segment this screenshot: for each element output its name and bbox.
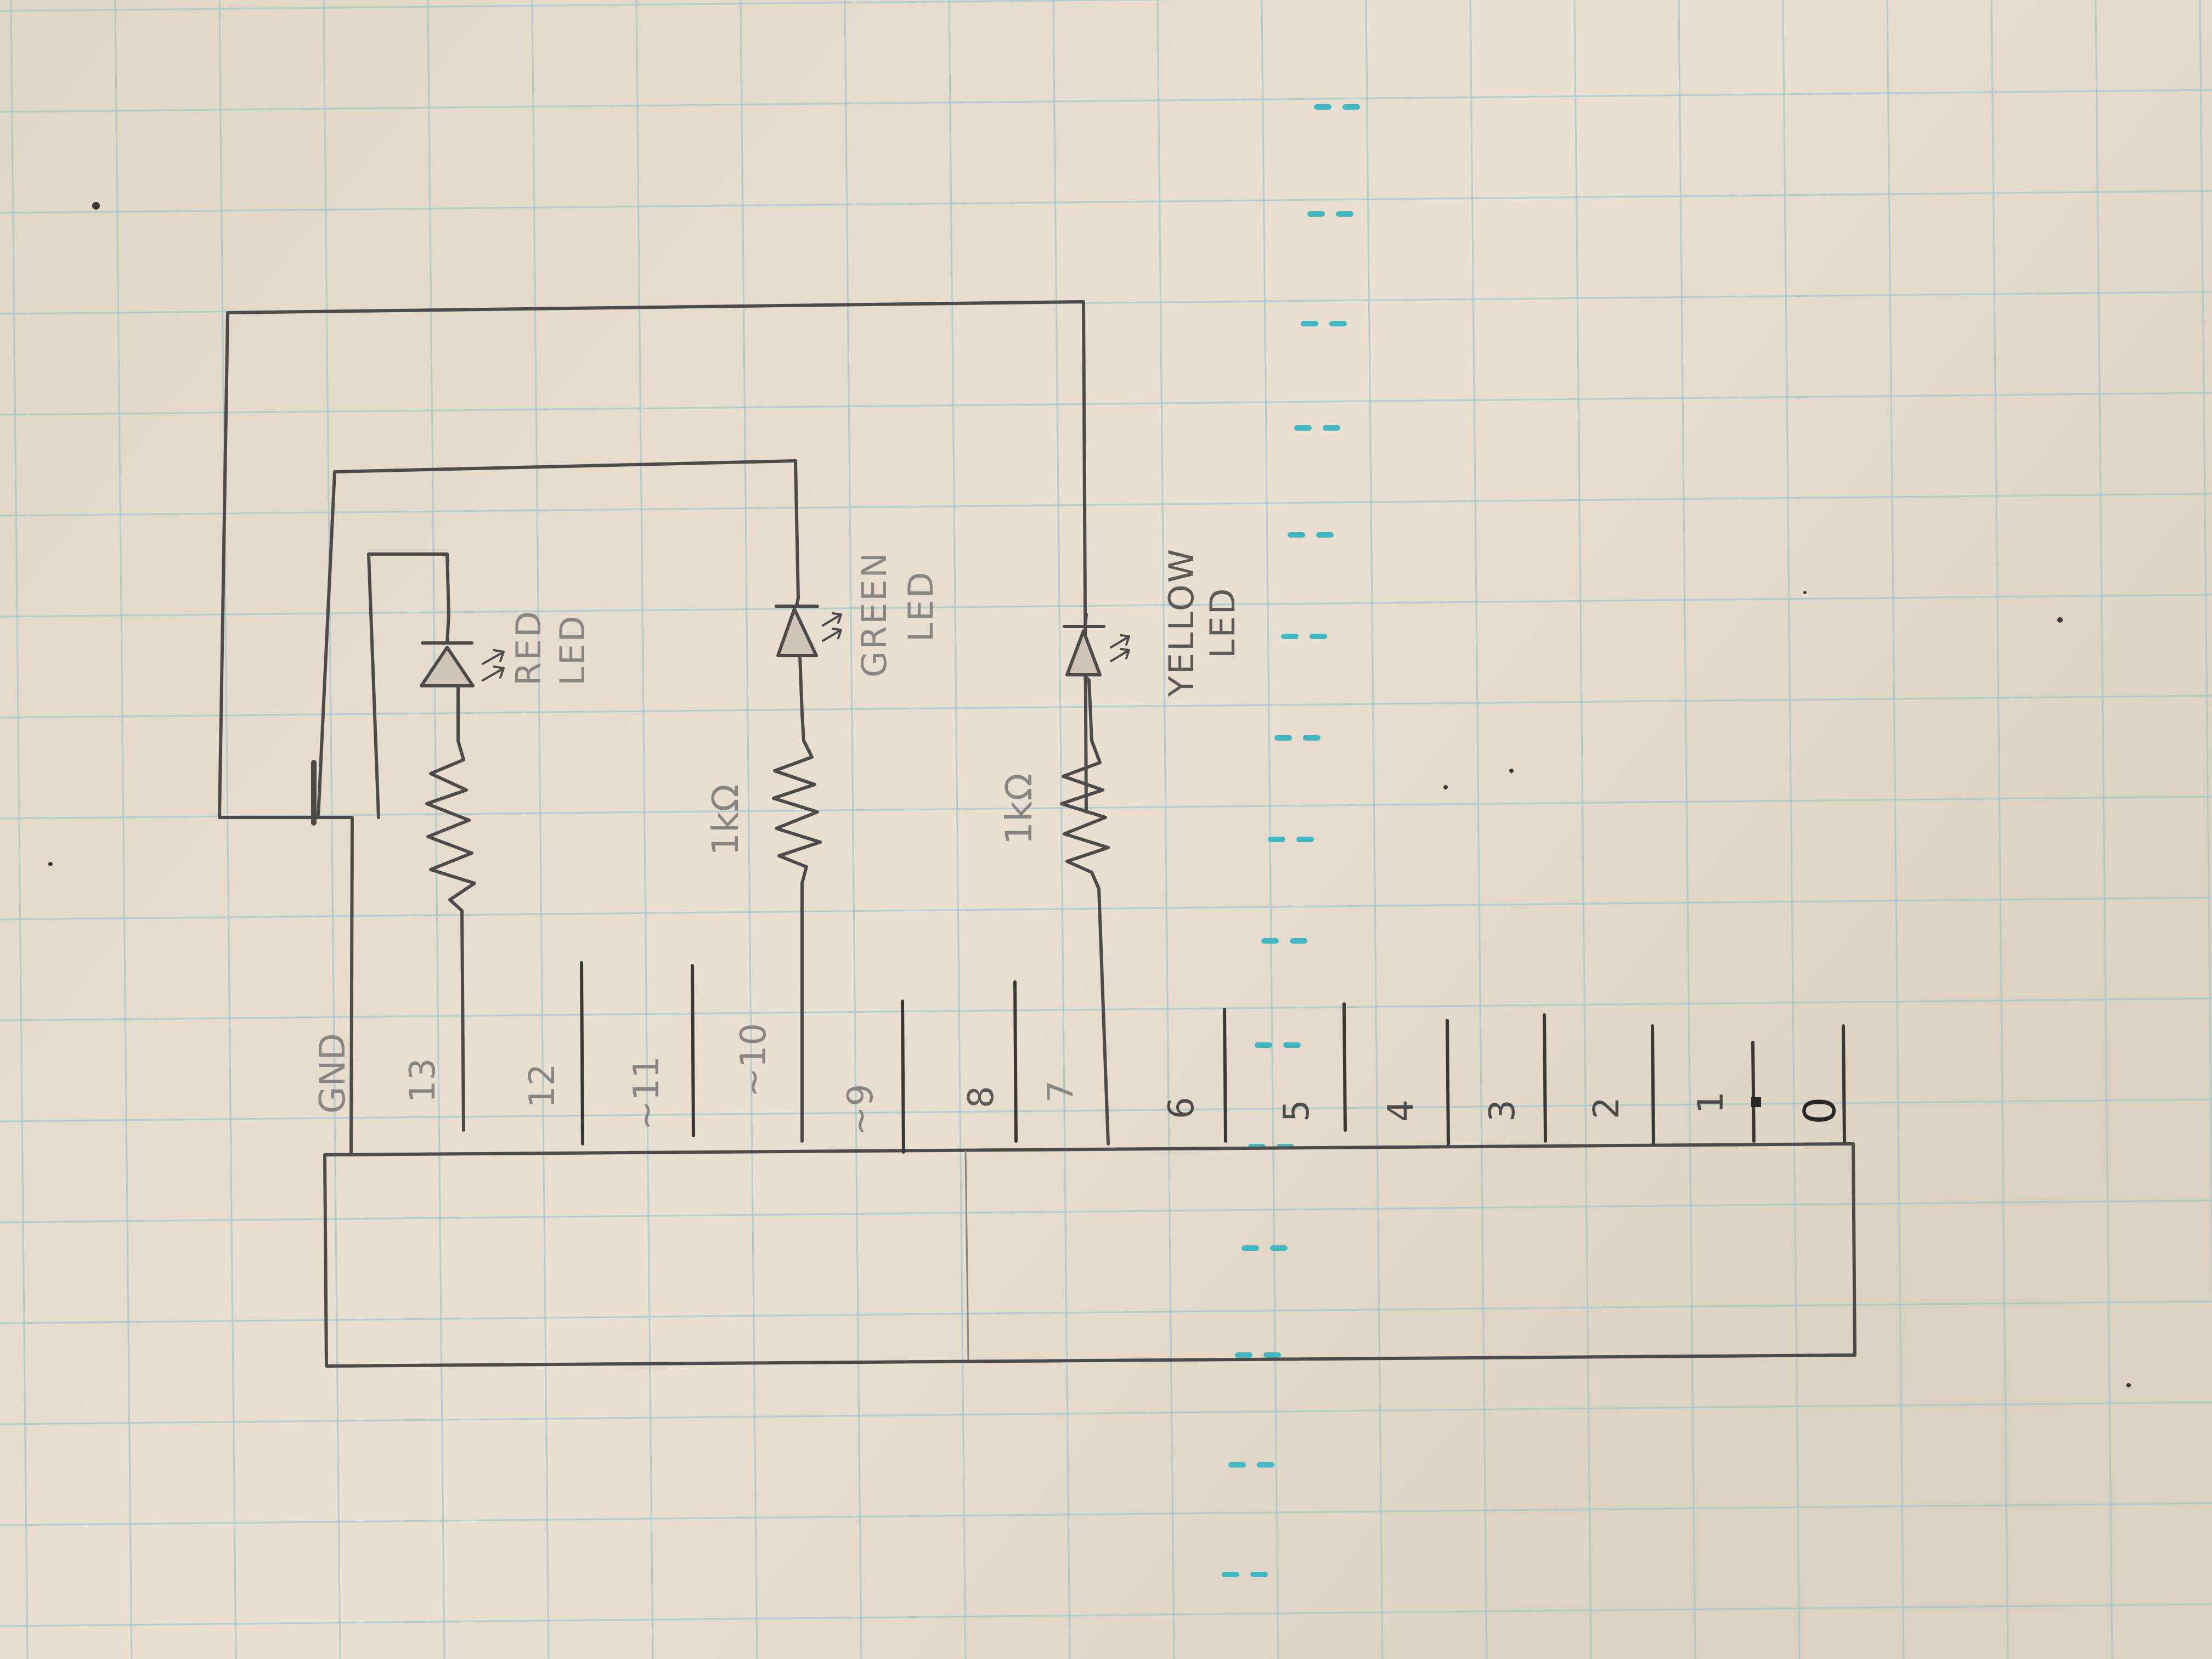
grid-line-vertical <box>1365 0 1384 1659</box>
pin-label-11: ~11 <box>627 1056 667 1130</box>
green-led-icon <box>775 596 842 715</box>
red-led-icon <box>420 613 505 742</box>
grid-line-vertical <box>2095 0 2113 1659</box>
pin-label-13: 13 <box>403 1058 443 1103</box>
grid-line-horizontal <box>0 1199 2212 1223</box>
grid-line-vertical <box>844 0 862 1659</box>
pin-marker-5 <box>1342 1002 1347 1132</box>
grid-line-horizontal <box>0 795 2212 820</box>
board-outline <box>323 1142 1857 1368</box>
red-led-branch: RED LED <box>420 610 592 1132</box>
pin-label-0: 0 <box>1795 1097 1846 1125</box>
ground-wire-outer <box>218 300 1088 1154</box>
grid-line-horizontal <box>0 0 1189 12</box>
pin-13-wire <box>460 909 465 1132</box>
grid-line-vertical <box>218 0 237 1659</box>
grid-line-vertical <box>1573 0 1592 1659</box>
grid-line-horizontal <box>0 1300 2212 1324</box>
grid-line-vertical <box>2199 0 2212 1300</box>
pin-marker-11 <box>691 964 695 1137</box>
yellow-resistor-icon <box>1060 679 1110 890</box>
pin-marker-12 <box>580 961 584 1146</box>
red-led-label-line2: LED <box>552 614 592 686</box>
green-led-label-line2: LED <box>901 571 941 642</box>
grid-line-horizontal <box>0 997 2212 1022</box>
grid-line-vertical <box>1782 0 1801 1659</box>
grid-line-horizontal <box>0 896 2212 921</box>
board-center-divider <box>964 1150 969 1361</box>
grid-line-horizontal <box>0 1603 2212 1627</box>
pin-label-7: 7 <box>1041 1080 1081 1103</box>
grid-line-vertical <box>1886 0 1905 1659</box>
green-led-label-line1: GREEN <box>854 551 894 678</box>
pin-label-8: 8 <box>961 1086 1002 1108</box>
yellow-led-icon <box>1063 613 1130 682</box>
yellow-led-branch: 1kΩ YELLOW LED <box>998 548 1243 1146</box>
grid-line-vertical <box>1052 0 1071 1659</box>
green-resistor-label: 1kΩ <box>704 784 747 856</box>
grid-line-horizontal <box>0 695 2212 719</box>
grid-line-horizontal <box>0 594 2212 618</box>
pin-marker-9 <box>901 1000 905 1154</box>
grid-line-horizontal <box>0 1502 2212 1526</box>
yellow-led-label-line1: YELLOW <box>1161 548 1201 697</box>
pin-marker-4 <box>1446 1019 1450 1146</box>
yellow-resistor-label: 1kΩ <box>998 773 1040 845</box>
pin-label-12: 12 <box>522 1064 563 1108</box>
grid-line-vertical <box>114 0 133 1659</box>
ground-wire-middle <box>317 459 800 819</box>
pin-marker-2 <box>1651 1024 1655 1146</box>
pin-marker-6 <box>1223 1008 1227 1143</box>
pin-marker-8 <box>1013 980 1018 1143</box>
arduino-board: GND 13 12 ~11 ~10 ~9 8 7 6 5 4 3 2 1 0 <box>313 961 1857 1368</box>
pin-1-dot <box>1751 1097 1761 1107</box>
pin-7-wire <box>1097 887 1110 1146</box>
grid-line-horizontal <box>0 493 2212 517</box>
pin-label-6: 6 <box>1161 1097 1202 1119</box>
pin-label-3: 3 <box>1482 1099 1523 1122</box>
pin-label-4: 4 <box>1381 1099 1421 1122</box>
grid-line-vertical <box>635 0 654 1659</box>
grid-line-vertical <box>323 0 341 1659</box>
grid-line-vertical <box>1990 0 2009 1659</box>
ground-wiring <box>218 300 1088 1154</box>
grid-line-vertical <box>740 0 758 1659</box>
green-resistor-icon <box>772 712 822 885</box>
ground-wire-inner <box>367 552 450 819</box>
grid-line-vertical <box>948 0 967 1659</box>
gnd-label: GND <box>313 1033 353 1114</box>
grid-line-horizontal <box>0 1401 2212 1425</box>
grid-line-vertical <box>1156 0 1175 1659</box>
pin-label-1: 1 <box>1691 1091 1731 1114</box>
grid-line-vertical <box>427 0 445 1659</box>
pin-marker-0 <box>1842 1024 1846 1143</box>
pin-label-9: ~9 <box>840 1084 881 1136</box>
grid-line-horizontal <box>0 89 2212 113</box>
pencil-specks <box>48 202 2131 1387</box>
pin-marker-3 <box>1543 1013 1547 1143</box>
grid-line-vertical <box>1469 0 1488 1659</box>
pin-label-5: 5 <box>1277 1099 1317 1122</box>
grid-line-vertical <box>10 0 29 1659</box>
green-led-branch: 1kΩ GREEN LED <box>704 551 941 1143</box>
pin-markers <box>580 961 1846 1154</box>
pin-labels: GND 13 12 ~11 ~10 ~9 8 7 6 5 4 3 2 1 0 <box>313 1023 1846 1136</box>
yellow-led-label-line2: LED <box>1203 587 1243 658</box>
grid-line-vertical <box>1678 0 1696 1659</box>
grid-line-horizontal <box>0 392 2212 416</box>
red-resistor-icon <box>425 739 476 912</box>
pin-label-2: 2 <box>1587 1097 1627 1119</box>
grid-line-vertical <box>531 0 550 1659</box>
red-led-label-line1: RED <box>509 610 549 686</box>
pin-marker-1 <box>1751 1041 1756 1143</box>
grid-line-horizontal <box>0 190 2212 214</box>
pin-label-10: ~10 <box>733 1023 774 1097</box>
grid-line-vertical <box>1261 0 1279 1659</box>
